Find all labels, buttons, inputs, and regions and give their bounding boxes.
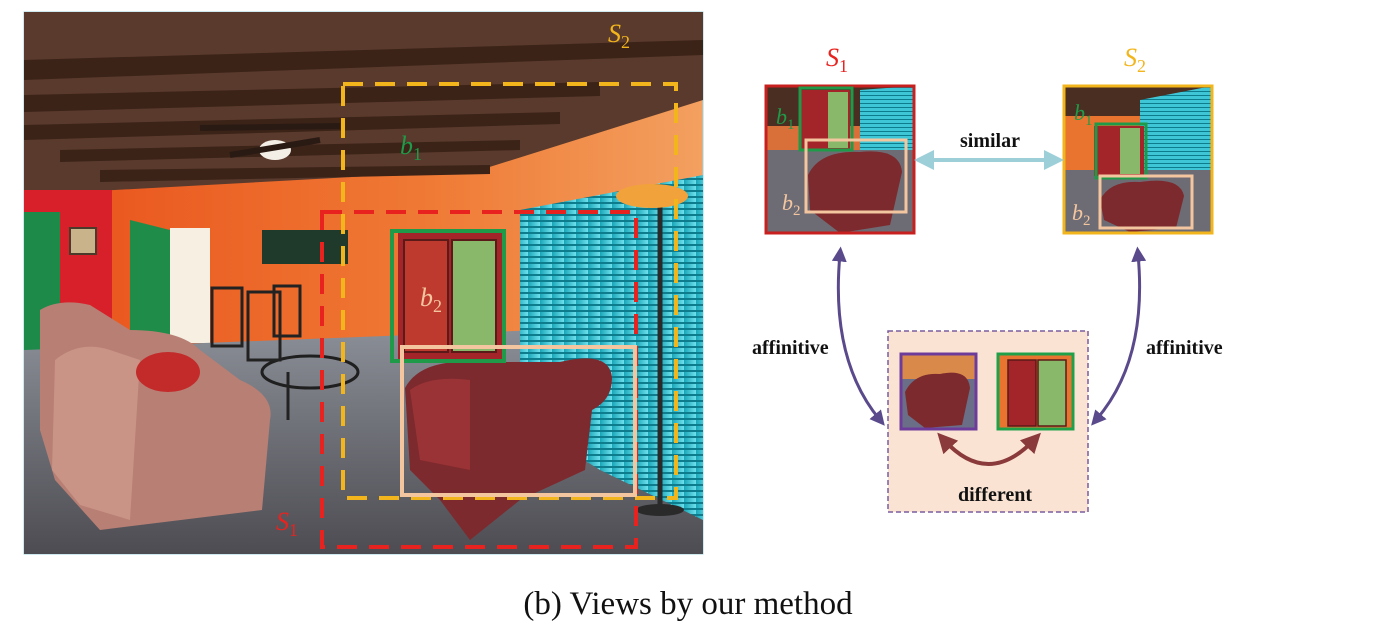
view-s2-b1-box [1094,122,1148,180]
view-s2-title: S2 [1124,43,1146,76]
scene-b2-box [400,345,637,497]
view-s2-frame [1062,84,1214,235]
scene-s2-label: S2 [608,19,630,52]
crop-armoire-thumbnail [998,354,1073,429]
affinitive-left-label: affinitive [752,337,829,359]
view-s2-b2-label: b2 [1072,200,1091,229]
view-s1-thumbnail [766,86,914,233]
crop-chair-frame [899,352,978,431]
scene-b2-label: b2 [420,283,442,316]
scene-b1-box [390,229,506,363]
scene-s1-label: S1 [276,507,298,540]
crop-chair-thumbnail [901,354,976,429]
view-s1-b1-label: b1 [776,104,795,133]
scene-b1-label: b1 [400,131,422,164]
view-s1-b1-box [798,86,854,152]
crop-armoire-frame [996,352,1075,431]
view-s1-b2-label: b2 [782,190,801,219]
affinitive-arrow-right [1091,246,1147,426]
different-label: different [958,484,1032,506]
affinitive-right-label: affinitive [1146,337,1223,359]
affinitive-arrow-left [831,246,885,426]
view-s2-b2-box [1098,174,1194,230]
similar-label: similar [960,130,1020,152]
scene-photo [23,11,704,555]
different-arrow [937,432,1041,466]
scene-s2-box [341,82,678,500]
view-s1-b2-box [804,138,908,214]
view-s2-thumbnail [1064,86,1212,233]
figure-caption: (b) Views by our method [523,586,853,622]
view-s2-b1-label: b1 [1074,100,1093,129]
view-s1-title: S1 [826,43,848,76]
